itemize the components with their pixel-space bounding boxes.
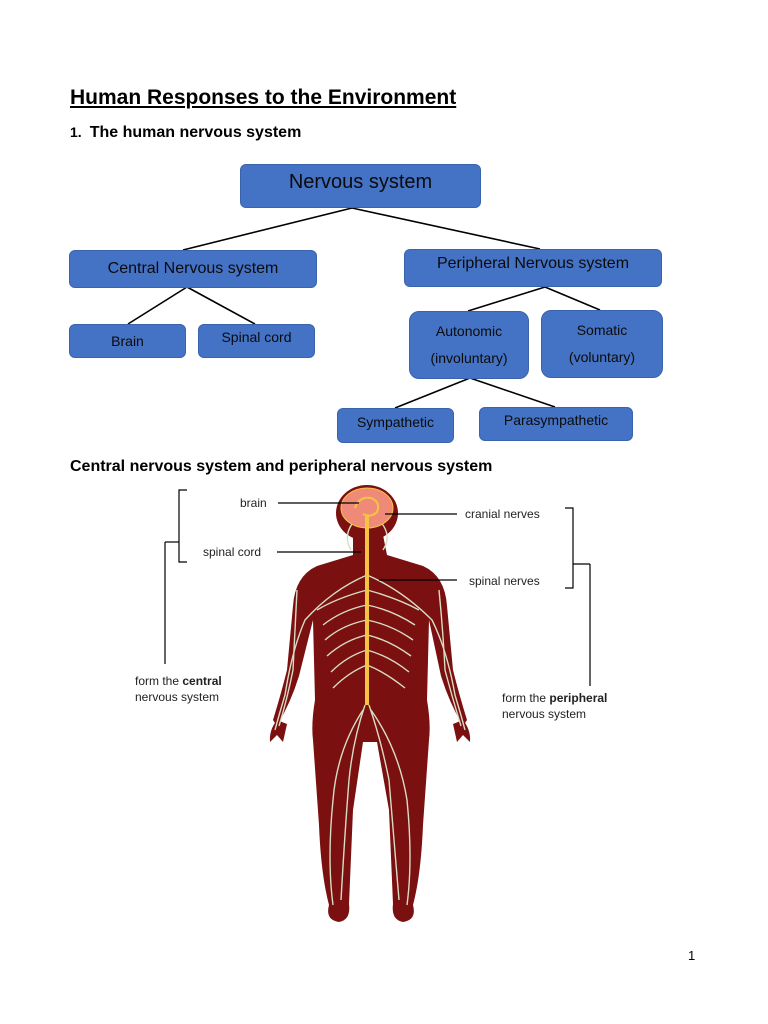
node-pns-label: Peripheral Nervous system [436, 255, 630, 272]
node-spinal-cord-label: Spinal cord [221, 329, 292, 345]
node-autonomic: Autonomic (involuntary) [409, 311, 529, 379]
label-cranial-nerves: cranial nerves [465, 507, 540, 521]
nervous-system-figure: brain spinal cord cranial nerves spinal … [127, 480, 643, 935]
node-autonomic-line2: (involuntary) [430, 350, 508, 366]
page-number: 1 [688, 948, 696, 963]
connector-pns-somatic [544, 286, 601, 311]
node-parasympathetic-label: Parasympathetic [503, 412, 609, 428]
central-prefix: form the [135, 674, 183, 688]
node-spinal-cord: Spinal cord [198, 324, 315, 358]
node-nervous-system: Nervous system [240, 164, 481, 208]
node-central-nervous-system: Central Nervous system [69, 250, 317, 288]
label-brain: brain [240, 496, 267, 510]
node-nervous-system-label: Nervous system [288, 171, 433, 193]
connector-cns-brain [127, 286, 188, 325]
connector-auto-para [469, 377, 556, 408]
node-somatic: Somatic (voluntary) [541, 310, 663, 378]
peripheral-suffix: nervous system [502, 707, 587, 721]
central-bold: central [182, 674, 222, 688]
body-silhouette [269, 485, 471, 922]
label-spinal-nerves: spinal nerves [469, 574, 540, 588]
page-title: Human Responses to the Environment [70, 86, 457, 109]
node-brain-label: Brain [111, 333, 144, 349]
human-body-illustration [164, 485, 591, 922]
node-peripheral-nervous-system: Peripheral Nervous system [404, 249, 662, 287]
connector-cns-spinal [186, 286, 256, 325]
label-spinal-cord: spinal cord [203, 545, 262, 559]
label-peripheral-nervous-system: form the peripheral nervous system [502, 690, 607, 722]
peripheral-nerves [274, 519, 466, 906]
peripheral-prefix: form the [502, 691, 550, 705]
figure-heading: Central nervous system and peripheral ne… [70, 458, 493, 475]
connector-pns-autonomic [467, 286, 546, 312]
central-suffix: nervous system [135, 690, 220, 704]
connector-root-pns [351, 207, 541, 250]
node-sympathetic-label: Sympathetic [356, 414, 435, 430]
node-somatic-line2: (voluntary) [568, 349, 636, 365]
section-number: 1. [70, 124, 82, 140]
node-sympathetic: Sympathetic [337, 408, 454, 443]
connector-auto-symp [394, 377, 471, 409]
section-heading: 1. The human nervous system [70, 124, 301, 142]
node-parasympathetic: Parasympathetic [479, 407, 633, 441]
node-autonomic-line1: Autonomic [435, 323, 503, 339]
pointer-lines [164, 489, 591, 686]
brain-folds [354, 496, 380, 517]
node-somatic-line1: Somatic [576, 322, 628, 338]
node-cns-label: Central Nervous system [107, 260, 279, 277]
connector-root-cns [182, 207, 353, 251]
node-brain: Brain [69, 324, 186, 358]
tree-connectors [127, 207, 601, 409]
section-title: The human nervous system [89, 124, 302, 141]
peripheral-bold: peripheral [549, 691, 608, 705]
label-central-nervous-system: form the central nervous system [135, 673, 222, 705]
